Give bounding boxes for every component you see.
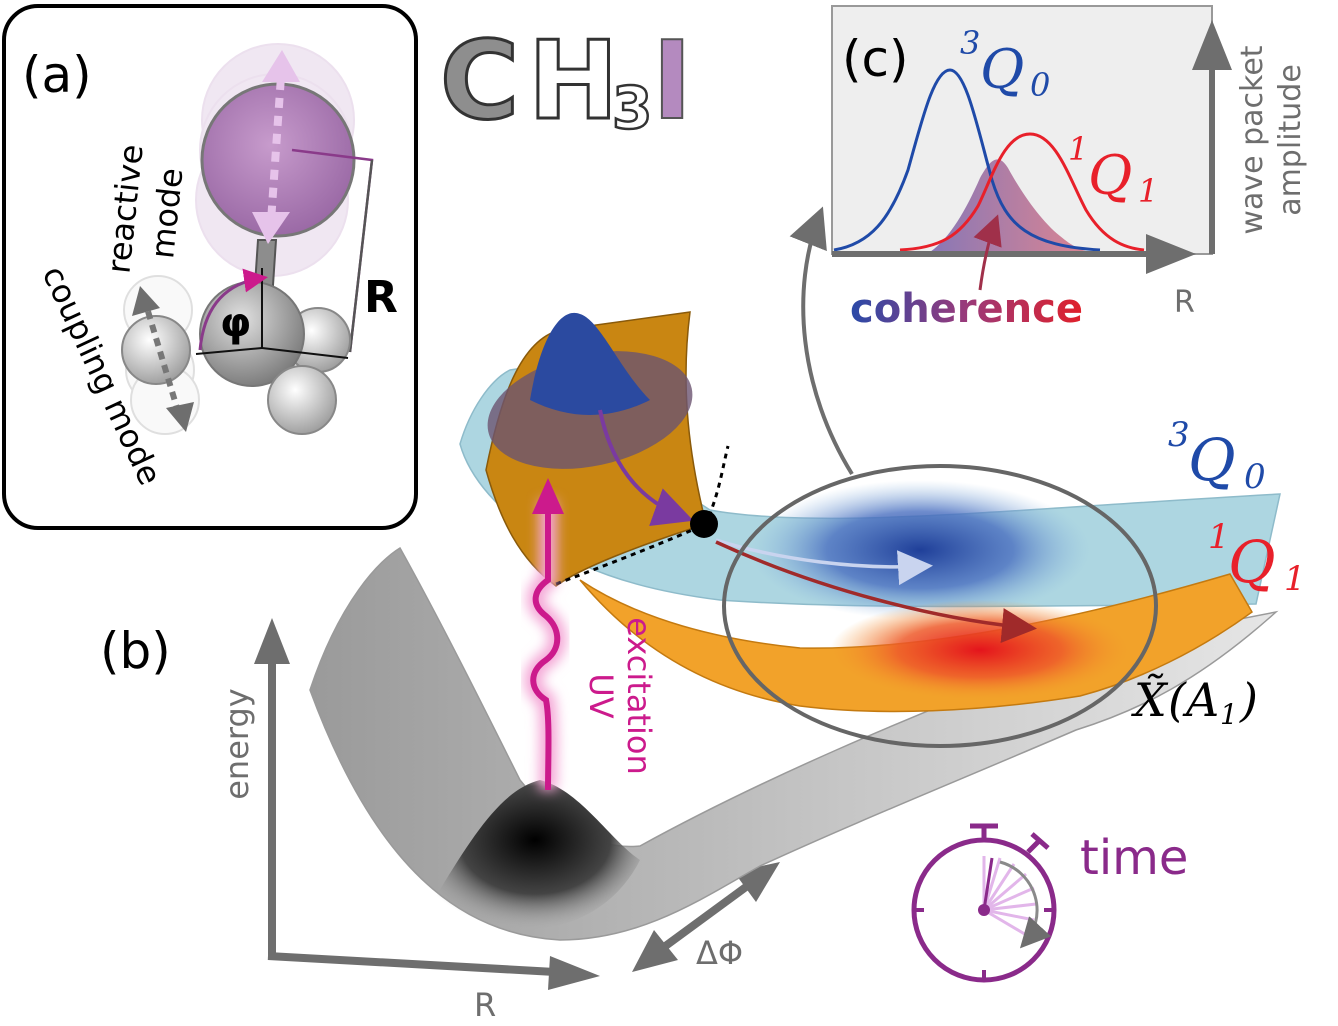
svg-text:1: 1 [1138, 172, 1158, 210]
amplitude-label-2: amplitude [1273, 64, 1308, 216]
panel-b: (b) R energy ΔΦ [100, 206, 1306, 1024]
reactive-mode-label-2: mode [143, 166, 190, 260]
svg-text:Q: Q [980, 38, 1024, 101]
observation-region [722, 464, 1158, 748]
svg-text:1: 1 [1220, 698, 1238, 731]
zoom-arrow [789, 206, 854, 476]
stopwatch-icon [911, 823, 1057, 983]
path-to-intersection-arrow [598, 409, 694, 526]
panel-c-r-label: R [1174, 285, 1195, 320]
initial-wavepacket-peak [530, 312, 650, 415]
branch-arrow-3q0 [715, 538, 933, 586]
wavepacket-1q1 [830, 600, 1130, 700]
hydrogen-atom-left [121, 315, 191, 385]
coupling-mode-arrow [141, 297, 183, 419]
svg-text:1: 1 [1068, 130, 1088, 168]
curve-3q0 [833, 68, 1101, 252]
svg-text:1: 1 [1284, 559, 1306, 599]
uv-wave [530, 504, 561, 791]
r-axis-label: R [474, 986, 496, 1024]
delta-phi-arrow [657, 880, 753, 954]
amplitude-label-1: wave packet [1235, 45, 1270, 234]
hydrogen-atom-bottom [267, 365, 337, 435]
branch-arrow-1q1 [715, 540, 1037, 643]
time-label: time [1080, 830, 1188, 886]
formula-h: H [528, 19, 618, 144]
formula-i: I [652, 19, 692, 144]
energy-axis-label: energy [218, 688, 256, 800]
svg-text:X̃: X̃ [1131, 673, 1169, 727]
reactive-mode-arrow [266, 61, 286, 237]
r-distance-label: R [364, 272, 398, 323]
delta-phi-label: ΔΦ [696, 934, 743, 972]
state-label-ground: X̃ ( A 1 ) [1131, 673, 1258, 731]
coherence-overlap [930, 159, 1090, 252]
ground-well [430, 780, 640, 930]
state-label-1q1: 1 Q 1 [1208, 517, 1306, 599]
svg-text:Q: Q [1228, 528, 1276, 596]
phi-label: φ [220, 300, 251, 346]
svg-text:A: A [1182, 673, 1219, 727]
panel-c-label: (c) [842, 30, 909, 88]
wavepacket-3q0 [750, 480, 1090, 620]
curve-label-3q0: 3 Q 0 [960, 24, 1050, 104]
panel-a: (a) R φ [2, 4, 418, 530]
curve-1q1 [899, 132, 1145, 252]
panel-b-label: (b) [100, 622, 171, 680]
svg-text:0: 0 [1030, 66, 1050, 104]
panel-c: (c) R wave packet amplitude 3 Q 0 1 Q 1 [831, 5, 1308, 332]
phi-arc [198, 268, 268, 351]
svg-text:3: 3 [960, 24, 980, 62]
panel-a-label: (a) [22, 46, 92, 104]
uv-label-1: UV [582, 673, 620, 718]
svg-text:Q: Q [1188, 426, 1236, 494]
conical-seam [555, 445, 730, 586]
coherence-pointer [973, 214, 1002, 291]
svg-text:Q: Q [1088, 144, 1132, 207]
svg-text:1: 1 [1208, 517, 1230, 557]
formula-ch3i: C H 3 I [439, 18, 694, 146]
r-axis [267, 952, 556, 976]
uv-excitation [524, 478, 567, 791]
formula-sub-3: 3 [612, 74, 652, 142]
formula-c: C [440, 19, 519, 144]
svg-text:3: 3 [1168, 415, 1190, 455]
uv-label-2: excitation [620, 617, 658, 774]
conical-intersection-point [690, 510, 718, 538]
state-label-3q0: 3 Q 0 [1168, 415, 1266, 497]
svg-text:): ) [1239, 673, 1258, 727]
curve-label-1q1: 1 Q 1 [1068, 130, 1158, 210]
coherence-label: coherence [850, 286, 1083, 332]
svg-text:(: ( [1168, 673, 1187, 727]
svg-text:0: 0 [1244, 457, 1266, 497]
